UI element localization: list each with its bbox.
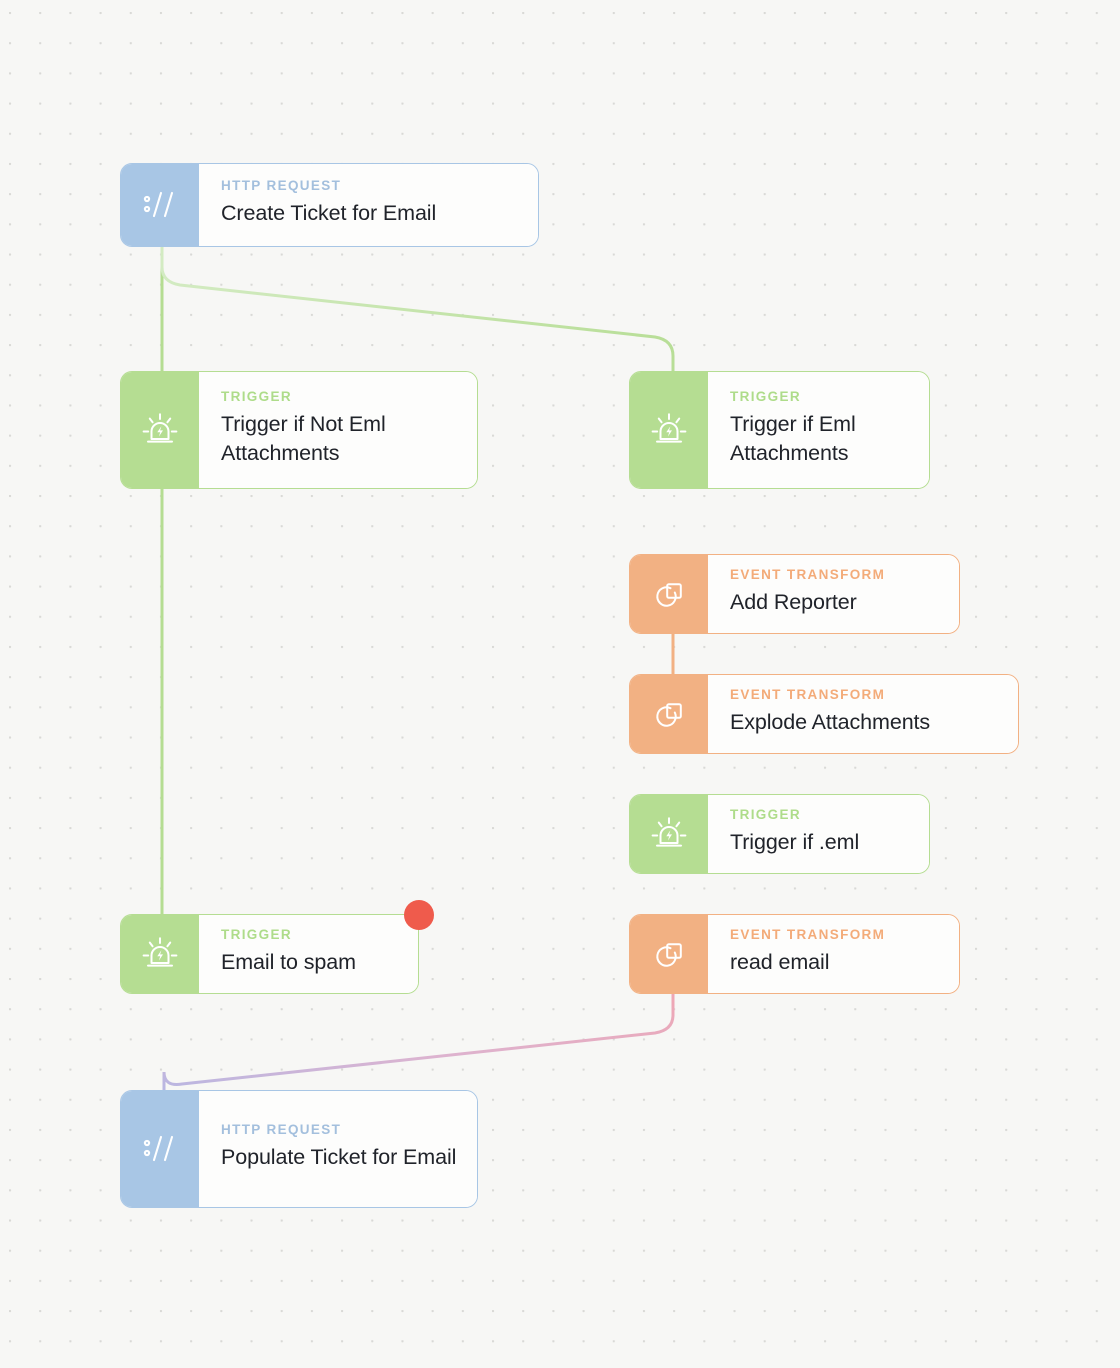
workflow-node-trigger-if-eml-attachments[interactable]: TRIGGER Trigger if Eml Attachments xyxy=(629,371,930,489)
siren-bolt-icon xyxy=(121,372,199,488)
node-title-trigger-if-eml: Trigger if .eml xyxy=(730,830,860,855)
circle-square-transform-icon xyxy=(630,915,708,993)
node-title-trigger-if-not-eml-attachments: Trigger if Not Eml Attachments xyxy=(221,411,386,465)
node-kicker-email-to-spam: TRIGGER xyxy=(221,927,292,943)
node-title-email-to-spam: Email to spam xyxy=(221,950,356,975)
node-kicker-add-reporter: EVENT TRANSFORM xyxy=(730,567,886,583)
siren-bolt-icon xyxy=(630,795,708,873)
workflow-node-add-reporter[interactable]: EVENT TRANSFORM Add Reporter xyxy=(629,554,960,634)
workflow-node-explode-attachments[interactable]: EVENT TRANSFORM Explode Attachments xyxy=(629,674,1019,754)
node-title-populate-ticket-for-email: Populate Ticket for Email xyxy=(221,1145,457,1170)
edge-create-to-eml xyxy=(160,247,675,371)
workflow-node-create-ticket-for-email[interactable]: HTTP REQUEST Create Ticket for Email xyxy=(120,163,539,247)
node-kicker-create-ticket-for-email: HTTP REQUEST xyxy=(221,178,342,194)
edge-read-email-to-populate xyxy=(162,994,675,1090)
node-kicker-populate-ticket-for-email: HTTP REQUEST xyxy=(221,1122,342,1138)
node-title-add-reporter: Add Reporter xyxy=(730,590,857,615)
node-kicker-trigger-if-eml: TRIGGER xyxy=(730,807,801,823)
workflow-node-populate-ticket-for-email[interactable]: HTTP REQUEST Populate Ticket for Email xyxy=(120,1090,478,1208)
node-alert-badge[interactable] xyxy=(404,900,434,930)
workflow-node-trigger-if-eml[interactable]: TRIGGER Trigger if .eml xyxy=(629,794,930,874)
siren-bolt-icon xyxy=(121,915,199,993)
node-title-create-ticket-for-email: Create Ticket for Email xyxy=(221,201,437,226)
protocol-slashes-icon xyxy=(121,164,199,246)
node-kicker-trigger-if-not-eml-attachments: TRIGGER xyxy=(221,388,292,404)
node-title-explode-attachments: Explode Attachments xyxy=(730,710,931,735)
node-title-read-email: read email xyxy=(730,950,830,975)
workflow-node-trigger-if-not-eml-attachments[interactable]: TRIGGER Trigger if Not Eml Attachments xyxy=(120,371,478,489)
node-title-trigger-if-eml-attachments: Trigger if Eml Attachments xyxy=(730,411,856,465)
workflow-node-read-email[interactable]: EVENT TRANSFORM read email xyxy=(629,914,960,994)
node-kicker-read-email: EVENT TRANSFORM xyxy=(730,927,886,943)
node-kicker-explode-attachments: EVENT TRANSFORM xyxy=(730,687,886,703)
workflow-node-email-to-spam[interactable]: TRIGGER Email to spam xyxy=(120,900,434,994)
protocol-slashes-icon xyxy=(121,1091,199,1207)
circle-square-transform-icon xyxy=(630,555,708,633)
circle-square-transform-icon xyxy=(630,675,708,753)
node-kicker-trigger-if-eml-attachments: TRIGGER xyxy=(730,388,801,404)
siren-bolt-icon xyxy=(630,372,708,488)
